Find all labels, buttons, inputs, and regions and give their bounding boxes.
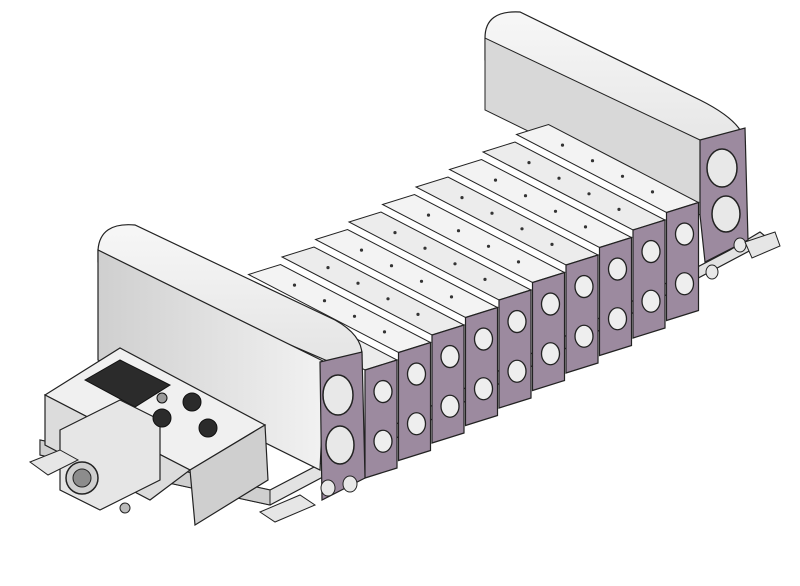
- screw: [423, 246, 427, 250]
- screw: [389, 264, 394, 268]
- screw: [650, 190, 655, 194]
- front-port-lower: [325, 425, 355, 465]
- screw: [583, 225, 588, 229]
- screw: [352, 314, 357, 318]
- front-end-cap-side: [97, 249, 326, 471]
- screw: [550, 242, 554, 246]
- rear-port-small: [733, 237, 747, 253]
- valve-station-face: [665, 201, 700, 322]
- valve-station-face: [498, 289, 532, 409]
- port-b: [507, 309, 527, 334]
- valve-station-face: [632, 219, 666, 339]
- port-b: [641, 239, 661, 264]
- front-port-upper: [322, 374, 354, 416]
- screw: [322, 299, 327, 303]
- screw: [393, 231, 397, 235]
- screw: [560, 143, 565, 147]
- connector-m12-2: [182, 392, 202, 412]
- port-a: [674, 272, 695, 296]
- valve-station-face: [364, 359, 398, 479]
- screw: [490, 211, 494, 215]
- screw: [356, 281, 360, 285]
- screw: [386, 297, 390, 301]
- valve-station-face: [397, 341, 432, 462]
- rear-port-lower: [711, 195, 741, 233]
- screw: [456, 229, 461, 233]
- port-a: [607, 307, 628, 331]
- screw: [493, 178, 498, 182]
- valve-station-face: [431, 324, 465, 444]
- valve-station-face: [565, 254, 599, 374]
- connector-m12-1: [152, 408, 172, 428]
- main-connector-inner: [72, 468, 92, 488]
- port-b: [574, 274, 594, 299]
- screw: [416, 312, 420, 316]
- screw: [620, 174, 625, 178]
- screw: [557, 176, 561, 180]
- port-b: [607, 257, 628, 281]
- screw: [483, 277, 487, 281]
- screw: [426, 213, 431, 217]
- connector-m12-3: [198, 418, 218, 438]
- screw: [460, 196, 464, 200]
- port-a: [373, 429, 393, 453]
- valve-station-face: [598, 236, 633, 357]
- screw: [527, 161, 531, 165]
- valve-stations: [213, 123, 700, 479]
- port-b: [540, 292, 561, 316]
- ground-screw: [119, 502, 131, 514]
- mount-foot-right: [258, 494, 317, 523]
- screw: [520, 227, 524, 231]
- screw: [553, 209, 558, 213]
- front-port-small-b: [342, 475, 358, 493]
- port-a: [540, 342, 561, 366]
- screw: [449, 295, 454, 299]
- port-a: [440, 394, 460, 418]
- screw: [516, 260, 521, 264]
- screw: [382, 330, 387, 334]
- screw: [587, 192, 591, 196]
- screw: [590, 159, 595, 163]
- rear-port-small-2: [705, 264, 719, 280]
- screw: [453, 262, 457, 266]
- rear-port-upper: [706, 148, 738, 188]
- screw: [617, 207, 621, 211]
- module-display: [83, 359, 172, 408]
- port-b: [373, 379, 393, 404]
- screw: [359, 248, 364, 252]
- port-a: [574, 324, 594, 348]
- valve-station-face: [464, 306, 499, 427]
- mount-foot-rear: [744, 231, 781, 259]
- port-b: [473, 327, 494, 351]
- screw: [292, 283, 297, 287]
- front-port-small-a: [320, 479, 336, 497]
- valve-station-face: [531, 271, 566, 392]
- port-a: [641, 289, 661, 313]
- screw: [419, 279, 424, 283]
- connector-small: [156, 392, 168, 404]
- port-b: [674, 222, 695, 246]
- screw: [326, 266, 330, 270]
- port-b: [406, 362, 427, 386]
- screw: [523, 194, 528, 198]
- mount-foot-left: [28, 449, 80, 476]
- screw: [486, 244, 491, 248]
- port-a: [406, 412, 427, 436]
- port-a: [473, 377, 494, 401]
- module-right: [189, 423, 269, 527]
- port-a: [507, 359, 527, 383]
- port-b: [440, 344, 460, 369]
